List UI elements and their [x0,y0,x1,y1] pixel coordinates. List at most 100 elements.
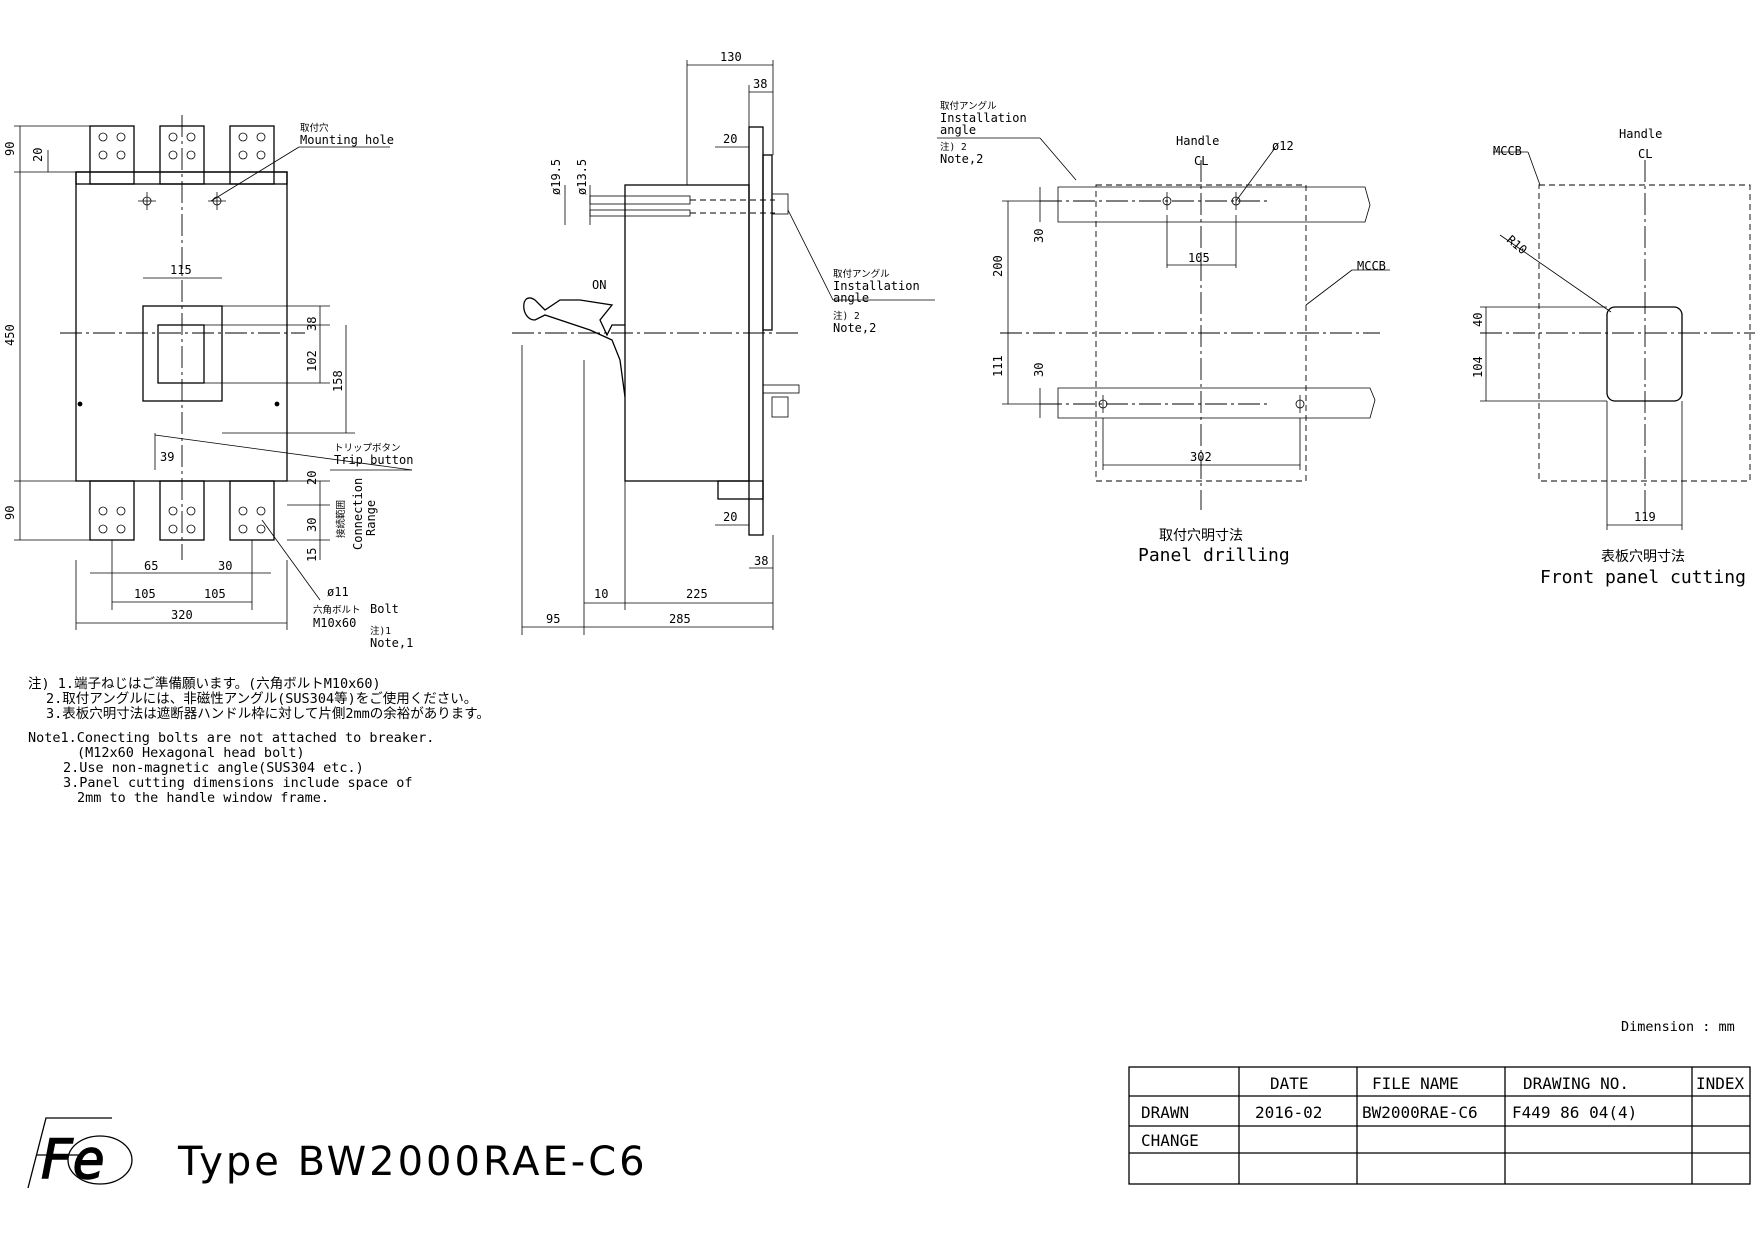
drawn-file-name: BW2000RAE-C6 [1362,1103,1478,1122]
note-jp-1: 注) 1.端子ねじはご準備願います。(六角ボルトM10x60) [28,676,381,692]
note-en-1: Note1.Conecting bolts are not attached t… [28,730,434,746]
note1-label: Note,1 [370,636,413,650]
dim-115: 115 [170,263,192,277]
drawn-drawing-no: F449 86 04(4) [1512,1103,1637,1122]
mounting-holes [77,192,280,407]
side-view: 130 38 20 ø19.5 ø13.5 20 38 10 225 95 28… [512,50,935,635]
dim-104: 104 [1471,356,1485,378]
dim-20-bottom: 20 [723,510,737,524]
drill-holes [1098,192,1305,413]
mounting-hole-label: Mounting hole [300,133,394,147]
dim-225: 225 [686,587,708,601]
row-drawn-label: DRAWN [1141,1103,1189,1122]
dim-39: 39 [160,450,174,464]
row-change-label: CHANGE [1141,1131,1199,1150]
dim-30-bottom: 30 [218,559,232,573]
top-terminals [89,125,275,185]
dim-320: 320 [171,608,193,622]
note-en-2: (M12x60 Hexagonal head bolt) [77,745,305,761]
angle-label-2: angle [833,291,869,305]
handle-window [142,305,223,402]
centerline-symbol: CL [1194,154,1208,168]
dim-40: 40 [1471,313,1485,327]
dim-30-right: 30 [305,518,319,532]
panel-drilling-caption: Panel drilling [1138,545,1290,566]
dim-38: 38 [305,317,319,331]
header-file-name: FILE NAME [1372,1074,1459,1093]
header-drawing-no: DRAWING NO. [1523,1074,1629,1093]
dim-90-top: 90 [3,142,17,156]
dim-20-right: 20 [305,471,319,485]
angle-jp: 取付アングル [833,268,890,280]
bolt-jp: 六角ボルト [313,604,361,616]
connection-range-label-1: Connection [351,478,365,550]
dim-30-bottom: 30 [1032,363,1046,377]
mccb-label: MCCB [1493,144,1522,158]
dim-38-bottom: 38 [754,554,768,568]
mccb-outline [1095,184,1307,482]
dim-285: 285 [669,612,691,626]
front-view: 90 20 450 90 115 38 102 158 39 20 30 15 … [3,115,413,650]
angle-label-2: angle [940,123,976,137]
dim-130: 130 [720,50,742,64]
on-label: ON [592,278,606,292]
note2-label: Note,2 [833,321,876,335]
note2-jp: 注) 2 [940,141,967,153]
trip-button-label: Trip button [334,453,413,467]
note-en-4: 3.Panel cutting dimensions include space… [63,775,413,791]
installation-angle [762,154,773,331]
handle-profile [523,297,626,398]
connection-range-jp: 接続範囲 [335,500,347,538]
dim-phi13-5: ø13.5 [575,159,589,195]
front-panel-cutting-view: 40 104 119 R10 Handle CL MCCB 表板穴明寸法 Fro… [1471,127,1755,588]
note1-jp: 注)1 [370,625,391,637]
angle-label-1: Installation [833,279,920,293]
fe-logo: Fe [27,1117,133,1192]
bolt-size: M10x60 [313,616,356,630]
note2-label: Note,2 [940,152,983,166]
note-jp-3: 3.表板穴明寸法は遮断器ハンドル枠に対して片側2mmの余裕があります。 [46,705,490,722]
dim-20-top: 20 [31,148,45,162]
dim-105: 105 [1188,251,1210,265]
header-index: INDEX [1696,1074,1745,1093]
dim-65: 65 [144,559,158,573]
front-panel-cutting-caption: Front panel cutting [1540,567,1746,588]
note2-jp: 注) 2 [833,310,860,322]
note-en-3: 2.Use non-magnetic angle(SUS304 etc.) [63,760,364,776]
angle-jp: 取付アングル [940,100,997,112]
dim-30-top: 30 [1032,229,1046,243]
dim-phi19-5: ø19.5 [549,159,563,195]
handle [157,324,205,384]
panel-cutout [1606,306,1683,402]
dim-15-right: 15 [305,548,319,562]
note-en-5: 2mm to the handle window frame. [77,790,329,806]
dim-105-b: 105 [204,587,226,601]
dim-phi11: ø11 [327,585,349,599]
dimension-unit: Dimension : mm [1621,1019,1735,1035]
drawn-date: 2016-02 [1255,1103,1322,1122]
mounting-hole-jp: 取付穴 [300,122,329,134]
dim-r10: R10 [1504,233,1530,258]
logo-text: Fe [40,1128,105,1191]
front-panel-cutting-caption-jp: 表板穴明寸法 [1601,549,1685,565]
dim-105-a: 105 [134,587,156,601]
bottom-terminals [89,480,275,541]
notes: 注) 1.端子ねじはご準備願います。(六角ボルトM10x60) 2.取付アングル… [28,676,490,806]
dim-phi12: ø12 [1272,139,1294,153]
connection-range-label-2: Range [364,500,378,536]
panel-drilling-view: 200 30 105 111 30 302 ø12 取付アングル Install… [937,100,1390,566]
trip-button-jp: トリップボタン [334,443,401,454]
dim-200: 200 [991,255,1005,277]
type-title: Type BW2000RAE-C6 [177,1139,648,1185]
title-block: DATE FILE NAME DRAWING NO. INDEX DRAWN 2… [1128,1066,1751,1185]
dim-38-top: 38 [753,77,767,91]
dim-95: 95 [546,612,560,626]
dim-450: 450 [3,324,17,346]
mounting-plate [748,126,764,536]
dim-90-bottom: 90 [3,506,17,520]
dim-158: 158 [331,370,345,392]
dim-10: 10 [594,587,608,601]
dim-302: 302 [1190,450,1212,464]
dim-119: 119 [1634,510,1656,524]
